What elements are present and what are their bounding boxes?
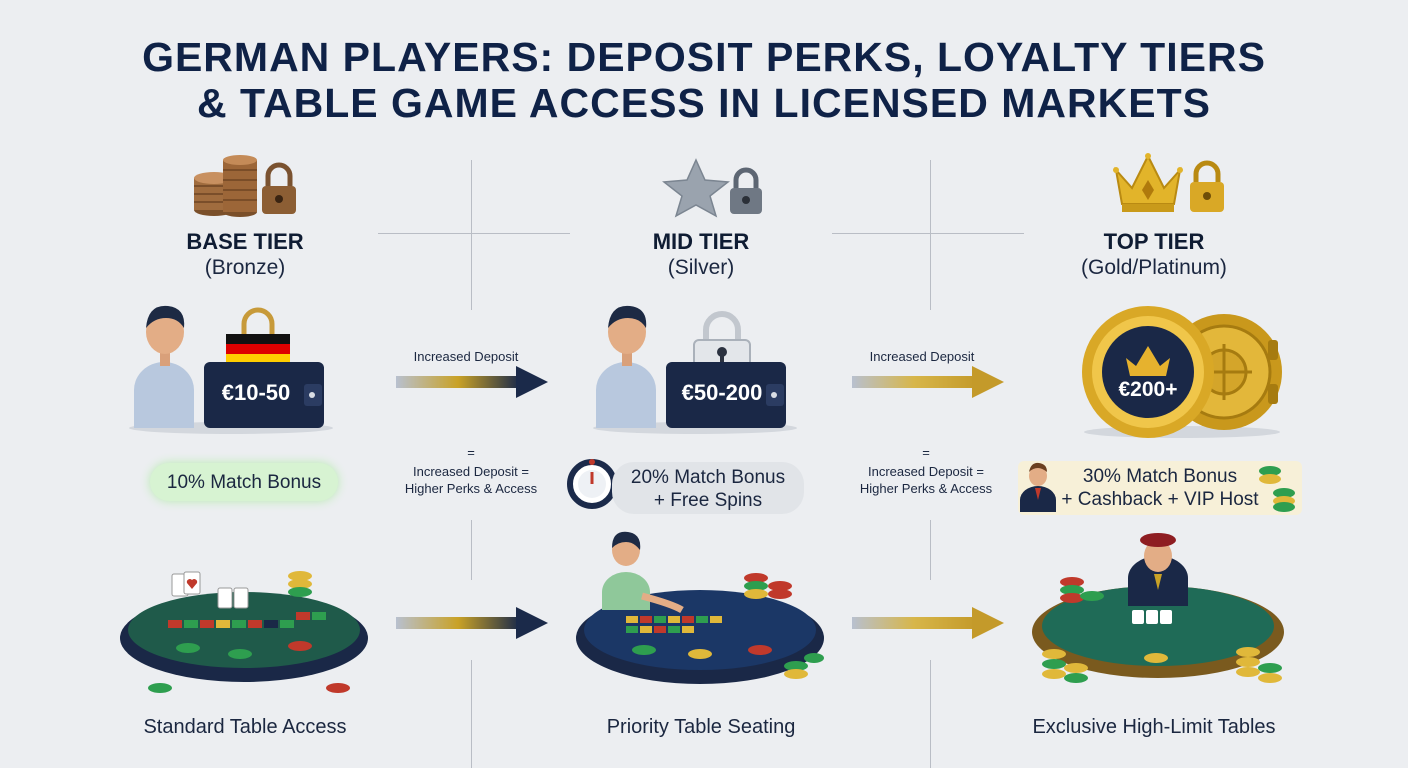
person-icon [134,305,194,428]
divider-vertical [471,160,472,310]
tier-sub-mid: (Silver) [667,256,735,279]
padlock-icon [262,162,296,214]
chip-stack-icon [1259,466,1295,512]
playing-cards-icon [1132,610,1172,624]
divider-vertical [930,160,931,310]
arrow-label-1: Increased Deposit [413,349,519,364]
person-icon [602,531,684,614]
arrow-right-icon [396,366,548,398]
crown-icon [1126,346,1170,376]
priority-table-illustration [576,531,824,684]
page-title-line-1: GERMAN PLAYERS: DEPOSIT PERKS, LOYALTY T… [142,34,1266,80]
bonus-text: 20% Match Bonus [630,467,786,488]
betting-grid [626,616,722,633]
divider-horizontal [832,233,1024,234]
crown-lock-icon [1113,153,1224,212]
divider-horizontal [378,233,570,234]
arrow-right-icon [396,607,548,639]
bonus-badge-base: 10% Match Bonus [150,463,338,501]
tier-sub-top: (Gold/Platinum) [1081,256,1227,279]
bonus-text: + Cashback + VIP Host [1061,489,1259,510]
arrow-right-icon [852,366,1004,398]
divider-vertical [930,520,931,580]
bronze-deposit-illustration [129,305,333,434]
caption-mid: Priority Table Seating [606,716,796,738]
tier-name-mid: MID TIER [652,229,750,254]
chip-stack-icon [632,573,824,679]
coins-lock-icon [194,155,296,217]
betting-grid [168,612,326,628]
dealer-icon [1128,533,1188,606]
padlock-icon [1190,160,1224,212]
note-line-2: Higher Perks & Access [404,481,538,496]
gold-coin-icon [1082,306,1214,438]
equals-sign: = [467,445,475,460]
chip-stack-icon [1042,577,1282,683]
deposit-amount-top: €200+ [1118,378,1178,401]
divider-vertical [471,520,472,580]
person-icon [596,305,656,428]
crown-icon [1113,153,1183,212]
timer-icon [567,459,617,509]
coin-stack-icon [194,155,257,217]
chip-stack-icon [148,571,350,693]
caption-base: Standard Table Access [143,716,347,738]
arrow-right-icon [852,607,1004,639]
wallet-icon [666,362,786,428]
note-line-2: Higher Perks & Access [859,481,993,496]
bonus-text: 30% Match Bonus [1082,466,1238,487]
german-flag-icon [226,307,290,364]
wallet-icon [204,362,324,428]
tier-name-top: TOP TIER [1103,229,1205,254]
padlock-icon [693,311,751,371]
star-lock-icon [662,158,762,218]
divider-vertical [930,660,931,768]
standard-table-illustration [120,571,368,693]
divider-vertical [471,660,472,768]
bonus-text: 10% Match Bonus [166,472,322,493]
arrow-label-2: Increased Deposit [869,349,975,364]
deposit-amount-base: €10-50 [221,380,291,405]
star-icon [662,158,730,218]
deposit-amount-mid: €50-200 [681,380,763,405]
tier-name-base: BASE TIER [186,229,304,254]
high-limit-table-illustration [1032,533,1284,683]
vip-host-icon [1020,462,1056,512]
bonus-badge-mid: 20% Match Bonus + Free Spins [612,462,804,514]
note-line-1: Increased Deposit = [868,464,984,479]
silver-deposit-illustration [593,305,797,434]
playing-cards-icon [171,571,249,609]
page-title-line-2: & TABLE GAME ACCESS IN LICENSED MARKETS [197,80,1211,126]
gold-deposit-illustration [1082,306,1282,438]
padlock-icon [730,167,762,214]
bonus-text: + Free Spins [653,490,763,511]
bonus-badge-top: 30% Match Bonus + Cashback + VIP Host [1018,461,1302,515]
note-line-1: Increased Deposit = [413,464,529,479]
equals-sign: = [922,445,930,460]
tier-sub-base: (Bronze) [204,256,286,279]
caption-top: Exclusive High-Limit Tables [1032,716,1276,738]
